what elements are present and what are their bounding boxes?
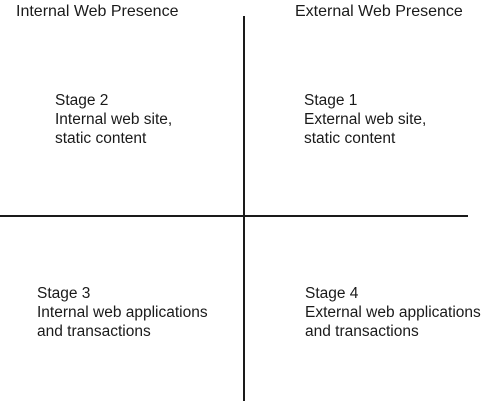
stage-4-title: Stage 4 (305, 285, 359, 302)
stage-3-line-1: Internal web applications (37, 304, 208, 321)
header-internal-web-presence: Internal Web Presence (16, 3, 179, 20)
stage-2-title: Stage 2 (55, 92, 109, 109)
quadrant-stage-2: Stage 2 Internal web site, static conten… (55, 91, 172, 148)
stage-1-title: Stage 1 (304, 92, 358, 109)
header-external-web-presence: External Web Presence (295, 3, 463, 20)
stage-1-line-1: External web site, (304, 111, 427, 128)
stage-4-line-2: and transactions (305, 323, 419, 340)
stage-2-line-1: Internal web site, (55, 111, 173, 128)
vertical-axis-line (243, 16, 245, 401)
quadrant-stage-4: Stage 4 External web applications and tr… (305, 284, 481, 341)
horizontal-axis-line (0, 215, 468, 217)
stage-2-line-2: static content (55, 130, 147, 147)
stage-3-line-2: and transactions (37, 323, 151, 340)
stage-1-line-2: static content (304, 130, 396, 147)
quadrant-stage-1: Stage 1 External web site, static conten… (304, 91, 426, 148)
stage-4-line-1: External web applications (305, 304, 481, 321)
stage-3-title: Stage 3 (37, 285, 91, 302)
quadrant-stage-3: Stage 3 Internal web applications and tr… (37, 284, 208, 341)
